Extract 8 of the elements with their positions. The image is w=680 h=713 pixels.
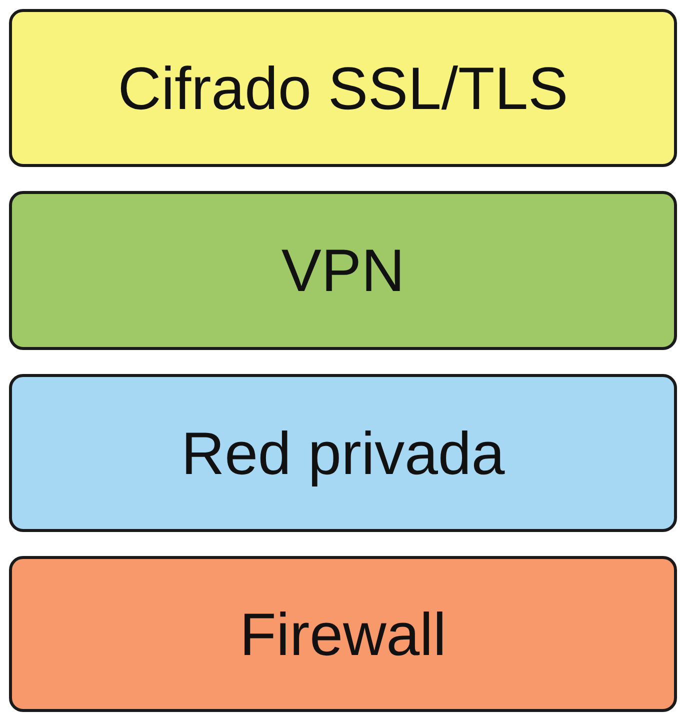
layer-label: Red privada: [181, 418, 505, 488]
layer-label: VPN: [281, 236, 405, 305]
layer-label: Cifrado SSL/TLS: [118, 54, 568, 122]
layer-box: [9, 374, 677, 532]
layer-box: [9, 9, 677, 167]
layer-box: [9, 191, 677, 350]
layer-label: Firewall: [240, 600, 446, 668]
layer-box: [9, 556, 677, 712]
